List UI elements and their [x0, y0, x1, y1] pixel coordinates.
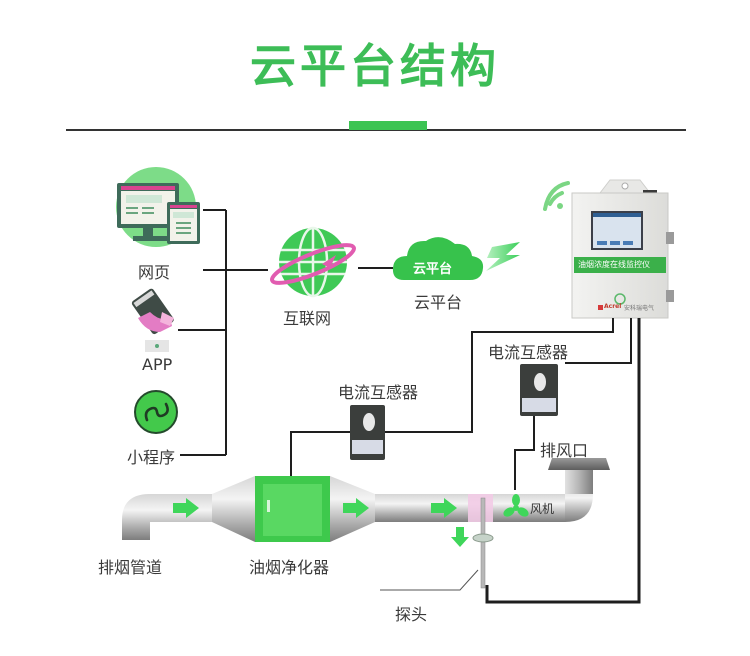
- exhaust-outlet-label: 排风口: [540, 441, 589, 460]
- cable-device-to-ct1: [385, 318, 614, 433]
- device-brand: Acrel: [604, 303, 622, 310]
- purifier-label: 油烟净化器: [249, 558, 330, 577]
- client-label-mini-program: 小程序: [127, 448, 176, 467]
- cable-ct1-to-purifier: [290, 431, 350, 478]
- client-label-app: APP: [142, 355, 173, 374]
- page-title: 云平台结构: [250, 39, 500, 93]
- probe-sensor: [380, 497, 494, 591]
- cloud-platform-icon: [392, 237, 484, 280]
- current-transformer-icon: [520, 364, 558, 416]
- wifi-icon: [543, 181, 570, 211]
- probe-leader-line: [380, 569, 479, 591]
- cloud-badge-text: 云平台: [413, 262, 453, 277]
- cable-device-to-ct2: [565, 318, 632, 364]
- cloud-label: 云平台: [414, 293, 463, 312]
- current-transformer-icon: [350, 405, 385, 460]
- flow-arrow-icon: [431, 498, 457, 518]
- device-brand-sub: 安科瑞电气: [624, 305, 655, 312]
- ct-label-2: 电流互感器: [488, 343, 569, 362]
- fan-label: 风机: [530, 502, 555, 516]
- flow-arrow-icon: [343, 498, 369, 518]
- client-connector-lines: [178, 209, 393, 456]
- cable-ct2-to-fan: [514, 412, 535, 490]
- oil-fume-monitor-device: [571, 179, 674, 319]
- client-label-web: 网页: [138, 263, 171, 282]
- internet-globe-icon: [270, 226, 356, 298]
- wireless-signal-zap-icon: [486, 242, 520, 271]
- cable-device-to-probe: [485, 318, 641, 604]
- flow-arrow-icon: [173, 498, 199, 518]
- title-accent-bar: [349, 121, 427, 130]
- flow-arrow-down-icon: [451, 527, 469, 547]
- mobile-phone-icon: [131, 288, 174, 352]
- mini-program-icon: [134, 390, 178, 434]
- probe-label: 探头: [395, 605, 428, 624]
- device-cables: [290, 318, 641, 604]
- internet-label: 互联网: [283, 309, 332, 328]
- oil-fume-purifier-box: [255, 476, 330, 542]
- device-band-text: 油烟浓度在线监控仪: [578, 260, 650, 269]
- airflow-arrows: [173, 498, 469, 547]
- fan-icon: [503, 494, 529, 517]
- web-monitor-icon: [116, 167, 200, 247]
- duct-label: 排烟管道: [98, 558, 163, 577]
- ct-label-1: 电流互感器: [338, 383, 419, 402]
